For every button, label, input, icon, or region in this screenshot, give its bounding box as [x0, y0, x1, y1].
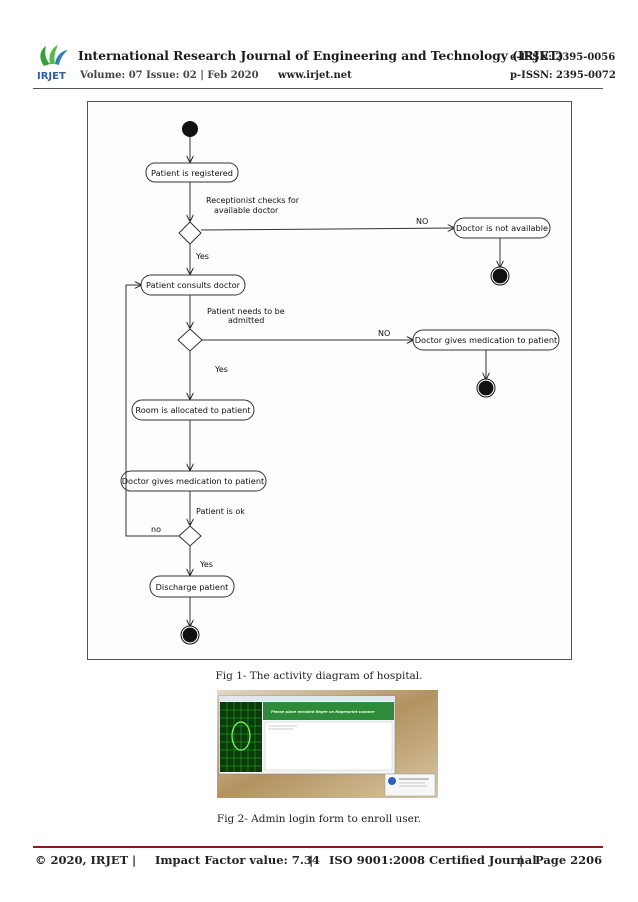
svg-text:IRJET: IRJET	[37, 71, 66, 82]
start-node	[182, 121, 198, 137]
loop-back-arrow	[125, 285, 179, 537]
header-rule	[33, 88, 603, 89]
node-room-allocated-label: Room is allocated to patient	[135, 405, 251, 415]
node-consults-doctor-label: Patient consults doctor	[146, 280, 241, 290]
guard-check-line1: Receptionist checks for	[206, 196, 300, 205]
footer-separator: |	[309, 853, 314, 867]
guard-no-3: no	[151, 525, 161, 534]
decision-admission	[177, 328, 203, 352]
guard-yes-1: Yes	[195, 252, 209, 261]
journal-title: International Research Journal of Engine…	[78, 49, 564, 63]
end-node-1	[491, 267, 509, 285]
decision-patient-ok	[178, 525, 202, 547]
guard-check-line2: available doctor	[214, 206, 279, 215]
page-header: IRJET International Research Journal of …	[0, 0, 638, 92]
footer-copyright: © 2020, IRJET	[35, 853, 129, 867]
journal-website: www.irjet.net	[278, 70, 352, 81]
guard-no-1: NO	[416, 217, 428, 226]
node-medication	[120, 470, 267, 492]
figure-1-caption: Fig 1- The activity diagram of hospital.	[215, 670, 423, 682]
footer-page-number: Page 2206	[535, 853, 603, 867]
decision-doctor-available	[178, 221, 202, 245]
footer-separator: |	[132, 853, 137, 867]
footer-iso: ISO 9001:2008 Certified Journal	[329, 853, 537, 867]
p-issn: p-ISSN: 2395-0072	[510, 70, 616, 81]
guard-admit-line2: admitted	[228, 316, 264, 325]
node-medication-label: Doctor gives medication to patient	[122, 476, 265, 486]
guard-yes-2: Yes	[214, 365, 228, 374]
node-doctor-not-available	[453, 217, 551, 239]
guard-patient-ok: Patient is ok	[196, 507, 245, 516]
activity-diagram-svg: Patient is registered Receptionist check…	[120, 121, 560, 645]
end-node-2	[477, 379, 495, 397]
node-medication-branch-label: Doctor gives medication to patient	[415, 335, 558, 345]
figure-2-caption: Fig 2- Admin login form to enroll user.	[216, 813, 422, 825]
guard-admit-line1: Patient needs to be	[207, 307, 285, 316]
e-issn: e-ISSN: 2395-0056	[510, 52, 616, 63]
footer-rule	[33, 846, 603, 848]
volume-issue: Volume: 07 Issue: 02 | Feb 2020	[80, 70, 259, 81]
guard-yes-3: Yes	[199, 560, 213, 569]
footer-separator: |	[519, 853, 524, 867]
footer-impact-factor: Impact Factor value: 7.34	[155, 853, 320, 867]
node-doctor-not-available-label: Doctor is not available	[456, 223, 548, 233]
guard-no-2: NO	[378, 329, 390, 338]
node-discharge	[149, 575, 235, 598]
fingerprint-prompt: Please place enrolled finger on fingerpr…	[271, 710, 375, 714]
node-registered	[145, 162, 239, 183]
end-node-3	[181, 626, 199, 644]
irjet-logo: IRJET	[37, 45, 68, 82]
node-registered-label: Patient is registered	[151, 168, 233, 178]
activity-diagram: Patient is registered Receptionist check…	[87, 101, 572, 660]
notification-popup	[384, 773, 436, 797]
node-room-allocated	[131, 399, 255, 421]
admin-login-screenshot: Please place enrolled finger on fingerpr…	[217, 690, 438, 798]
node-discharge-label: Discharge patient	[156, 582, 230, 592]
